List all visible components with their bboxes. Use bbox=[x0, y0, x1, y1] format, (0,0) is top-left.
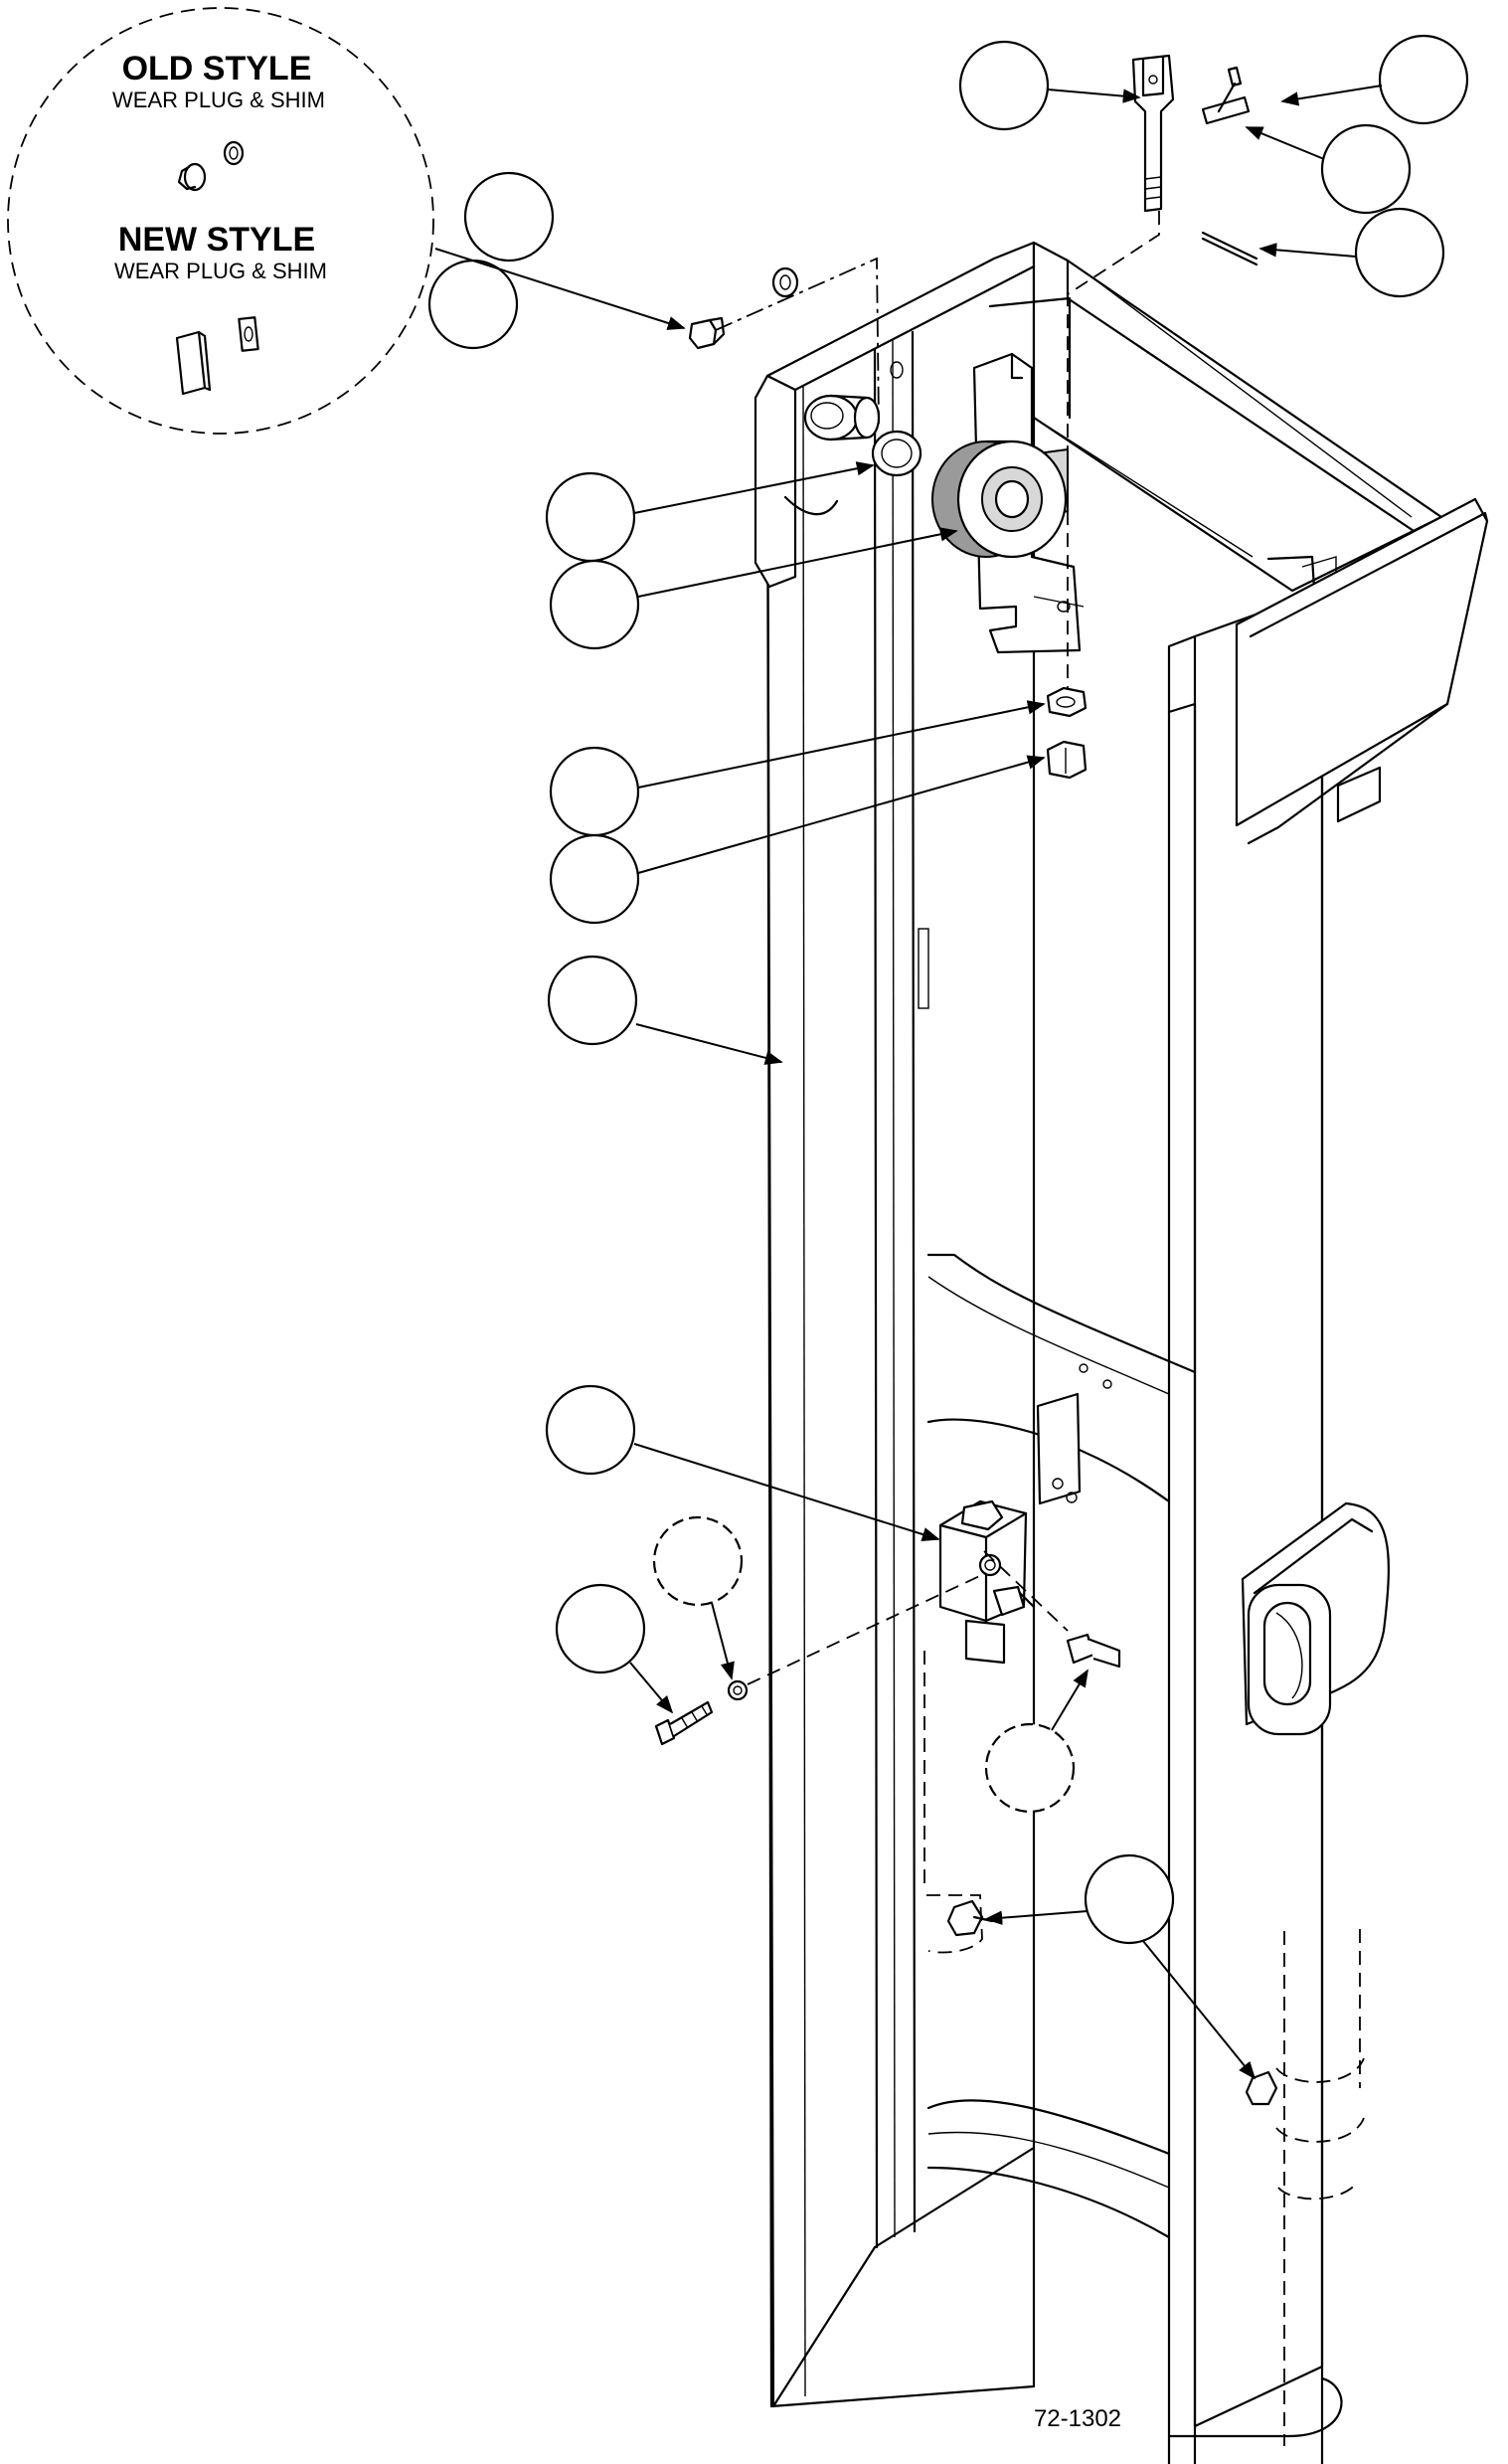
callout-jam-nut bbox=[549, 746, 640, 837]
pin-and-cotters bbox=[1201, 66, 1258, 266]
old-wear-plug-icon bbox=[177, 140, 245, 192]
wear-plug-inset: OLD STYLE WEAR PLUG & SHIM NEW STYLE WEA… bbox=[7, 7, 434, 435]
cylinder-fitting-right bbox=[1245, 2070, 1278, 2106]
chain-anchor-bolt bbox=[1131, 54, 1175, 213]
right-mast-rail bbox=[1167, 497, 1489, 2464]
bolt-axis-line-lower bbox=[747, 1572, 987, 1685]
callout-anchor-bolt bbox=[958, 40, 1050, 131]
hose-fitting bbox=[1066, 1633, 1121, 1669]
upper-crossbar bbox=[988, 241, 1443, 593]
middle-crossmembers bbox=[926, 1253, 1197, 2239]
callout-lock-washer bbox=[652, 1515, 744, 1607]
callout-cotter-pin-lower bbox=[1354, 207, 1445, 298]
callout-hex-nut bbox=[549, 833, 640, 925]
inset-new-style-subtitle: WEAR PLUG & SHIM bbox=[114, 259, 327, 283]
callout-cylinder-fitting bbox=[1084, 1853, 1175, 1945]
leader-lines bbox=[434, 85, 1383, 2080]
inset-old-style-subtitle: WEAR PLUG & SHIM bbox=[112, 88, 325, 112]
valve-lock-washer bbox=[727, 1679, 749, 1701]
roller-seal-ring bbox=[871, 430, 922, 477]
callout-valve-bolt bbox=[555, 1583, 646, 1674]
callout-mast-rail bbox=[547, 955, 638, 1046]
new-wear-plug-icon bbox=[175, 316, 259, 396]
hex-nut bbox=[1046, 740, 1088, 780]
upper-roller bbox=[931, 440, 1068, 559]
callout-roller bbox=[549, 559, 640, 650]
callout-shim bbox=[427, 259, 519, 350]
callout-valve-block bbox=[545, 1384, 636, 1476]
jam-nut bbox=[1046, 686, 1088, 718]
valve-mounting-bolt bbox=[654, 1700, 714, 1746]
cylinder-phantom-lines bbox=[923, 1651, 1365, 2446]
figure-number: 72-1302 bbox=[1034, 2405, 1121, 2432]
left-mast-rail bbox=[754, 241, 1036, 2408]
wear-plug-and-shim bbox=[688, 257, 880, 425]
bolt-axis-line bbox=[1067, 211, 1160, 696]
callout-pin bbox=[1320, 123, 1412, 215]
callout-wear-plug bbox=[463, 171, 555, 263]
lowering-valve-block bbox=[938, 1392, 1082, 1665]
callout-roller-seal bbox=[545, 471, 636, 563]
callout-cotter-pin bbox=[1378, 34, 1469, 125]
inset-new-style-title: NEW STYLE bbox=[118, 221, 315, 259]
inset-old-style-title: OLD STYLE bbox=[122, 50, 312, 88]
callout-hose-fitting bbox=[984, 1722, 1076, 1814]
callout-balloons bbox=[427, 34, 1469, 1945]
inset-circle bbox=[7, 7, 434, 435]
